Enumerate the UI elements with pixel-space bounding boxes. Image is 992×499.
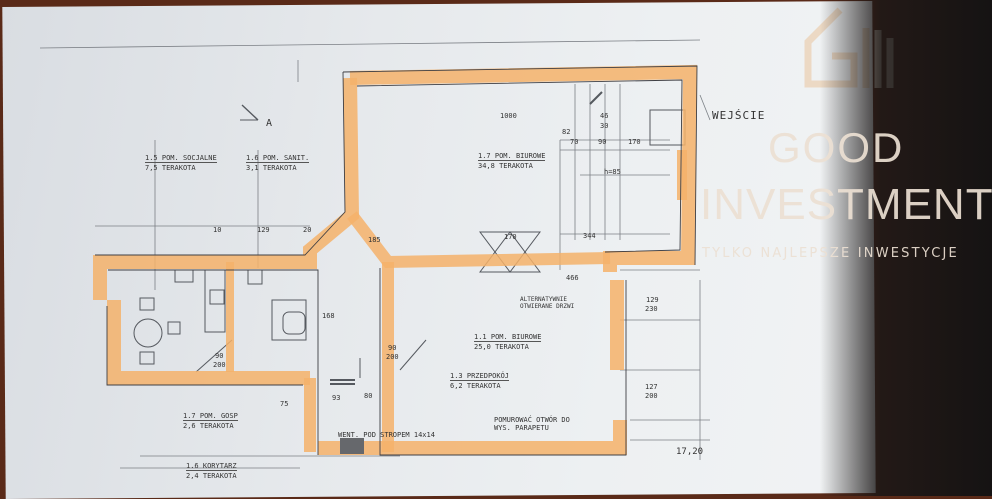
dim-90: 90 [598,138,607,146]
dim-200-socjal: 200 [213,361,226,369]
dim-30: 30 [600,122,609,130]
room-label-sanit: 1.6 POM. SANIT. 3,1 TERAKOTA [246,154,310,172]
dim-179: 129 [646,296,659,304]
room-label-biurowe: 1.1 POM. BIUROWE 25,0 TERAKOTA [474,333,542,351]
dim-129: 129 [257,226,270,234]
brand-name-good: GOOD [768,124,905,171]
dim-170: 170 [504,233,517,241]
dim-466: 466 [566,274,579,282]
dim-127: 127 [645,383,658,391]
dark-background [820,0,992,496]
brand-name-investment: INVESTMENT [700,180,992,229]
dim-200: 200 [645,392,658,400]
dim-90-socjal: 90 [215,352,224,360]
brand-tagline: TYLKO NAJLEPSZE INWESTYCJE [702,246,959,261]
dim-46: 46 [600,112,609,120]
dim-82: 82 [562,128,571,136]
dim-75: 75 [280,400,289,408]
note-h: h=85 [604,168,621,176]
dim-70: 70 [570,138,579,146]
room-label-gosp: 1.7 POM. GOSP 2,6 TERAKOTA [183,412,238,430]
room-label-biurowe-large: 1.7 POM. BIUROWE 34,8 TERAKOTA [478,152,546,170]
room-label-socjalne: 1.5 POM. SOCJALNE 7,5 TERAKOTA [145,154,217,172]
room-label-korytarz: 1.6 KORYTARZ 2,4 TERAKOTA [186,462,237,480]
note-vent: WENT. POD STROPEM 14x14 [338,431,435,439]
dim-185: 185 [368,236,381,244]
dim-top: 1000 [500,112,517,120]
dim-344: 344 [583,232,596,240]
dim-230: 230 [645,305,658,313]
dim-200-hall: 200 [386,353,399,361]
note-alt-door: ALTERNATYWNIE OTWIERANE DRZWI [520,296,575,310]
room-label-przedpokoj: 1.3 PRZEDPOKÓJ 6,2 TERAKOTA [450,372,510,390]
dim-1720: 17,20 [676,447,704,457]
note-wall-up: POMUROWAĆ OTWÓR DO WYS. PARAPETU [494,416,570,432]
section-mark: A [266,118,273,129]
dim-20: 20 [303,226,312,234]
dim-93: 93 [332,394,341,402]
dim-90-hall: 90 [388,344,397,352]
dim-80: 80 [364,392,373,400]
dim-170b: 170 [628,138,641,146]
dim-168: 168 [322,312,335,320]
dim-10: 10 [213,226,222,234]
entrance-label: WEJŚCIE [712,109,766,122]
